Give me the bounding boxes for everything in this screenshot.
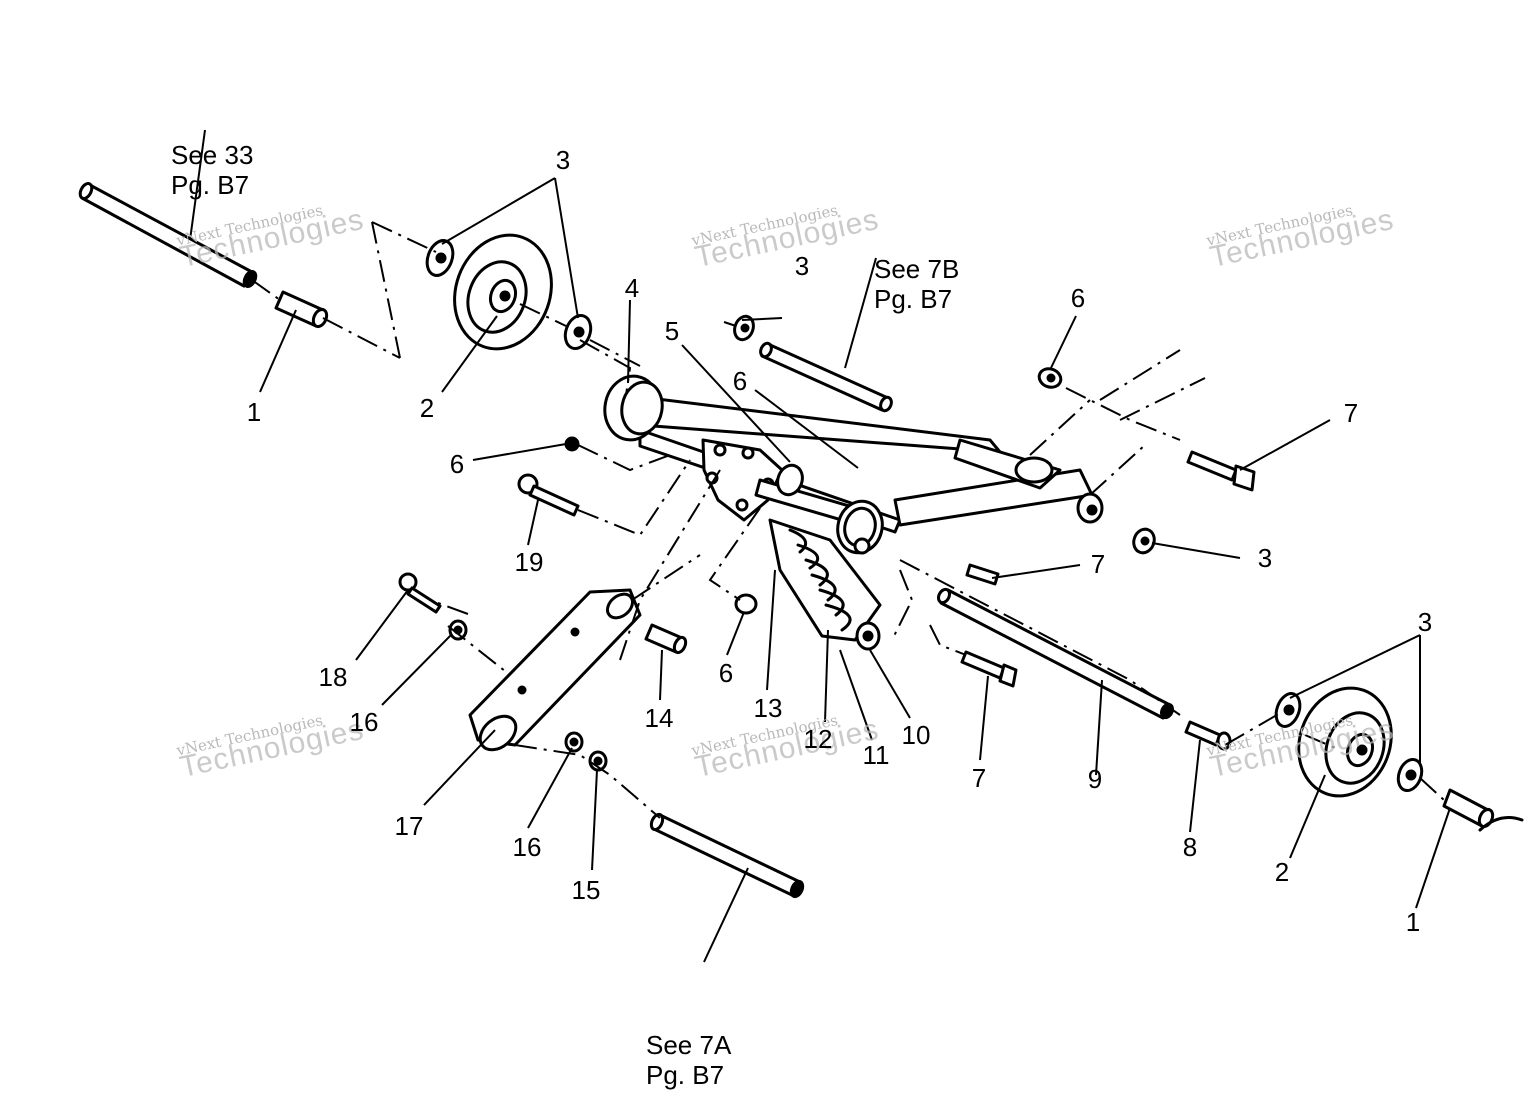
callout-10: 10 xyxy=(901,720,931,750)
callout-3: 3 xyxy=(794,251,810,281)
right-mid-washer xyxy=(1132,527,1156,555)
callout-3: 3 xyxy=(1257,543,1273,573)
callout-9: 9 xyxy=(1087,764,1103,794)
callout-7: 7 xyxy=(1090,549,1106,579)
lower-cross-shaft xyxy=(936,587,1175,720)
link-washer-lower xyxy=(564,731,584,753)
lower-left-nut xyxy=(564,436,580,452)
callout-19: 19 xyxy=(514,547,544,577)
shock-spring xyxy=(768,518,882,651)
callout-11: 11 xyxy=(862,740,890,770)
assembly-centerlines xyxy=(251,221,1445,819)
leader-lines xyxy=(189,129,1451,963)
left-idler-wheel xyxy=(453,233,553,351)
left-washer-outer xyxy=(425,239,455,277)
callout-16: 16 xyxy=(512,832,542,862)
callout-12: 12 xyxy=(803,724,833,754)
lower-shaft-7a xyxy=(649,812,805,899)
link-washer-upper xyxy=(448,619,468,641)
right-washer-inner xyxy=(1396,758,1424,792)
link-arm xyxy=(468,588,642,752)
callout-3: 3 xyxy=(1417,607,1433,637)
right-spacer-bushing xyxy=(1442,788,1524,832)
link-bushing xyxy=(644,623,688,655)
lower-bolt xyxy=(960,650,1018,688)
upper-washer xyxy=(733,314,755,342)
mid-bolt xyxy=(965,563,1000,586)
callout-18: 18 xyxy=(318,662,348,692)
callout-17: 17 xyxy=(394,811,424,841)
right-washer-outer xyxy=(1274,692,1302,728)
callout-3: 3 xyxy=(555,145,571,175)
shock-collar xyxy=(776,463,804,497)
upper-cross-shaft xyxy=(759,341,893,413)
left-axle-shaft xyxy=(78,182,258,288)
callout-1: 1 xyxy=(1405,907,1421,937)
left-washer-inner xyxy=(563,314,593,350)
callout-15: 15 xyxy=(571,875,601,905)
callout-2: 2 xyxy=(1274,857,1290,887)
right-upper-bolt xyxy=(1186,450,1256,492)
callout-6: 6 xyxy=(449,449,465,479)
callout-14: 14 xyxy=(644,703,674,733)
callout-8: 8 xyxy=(1182,832,1198,862)
callout-1: 1 xyxy=(246,397,262,427)
right-idler-wheel xyxy=(1297,686,1393,798)
callout-7: 7 xyxy=(1343,398,1359,428)
lower-left-bolt-19 xyxy=(517,473,580,517)
callout-2: 2 xyxy=(419,393,435,423)
center-nut xyxy=(734,593,758,615)
callout-6: 6 xyxy=(718,658,734,688)
left-spacer-bushing xyxy=(274,290,329,329)
right-lower-bolt xyxy=(1184,720,1232,751)
right-upper-nut xyxy=(1037,367,1063,389)
callout-6: 6 xyxy=(732,366,748,396)
callout-16: 16 xyxy=(349,707,379,737)
exploded-parts-diagram xyxy=(78,129,1524,963)
callout-7: 7 xyxy=(971,763,987,793)
callout-5: 5 xyxy=(664,316,680,346)
callout-6: 6 xyxy=(1070,283,1086,313)
callout-13: 13 xyxy=(753,693,783,723)
callout-4: 4 xyxy=(624,273,640,303)
